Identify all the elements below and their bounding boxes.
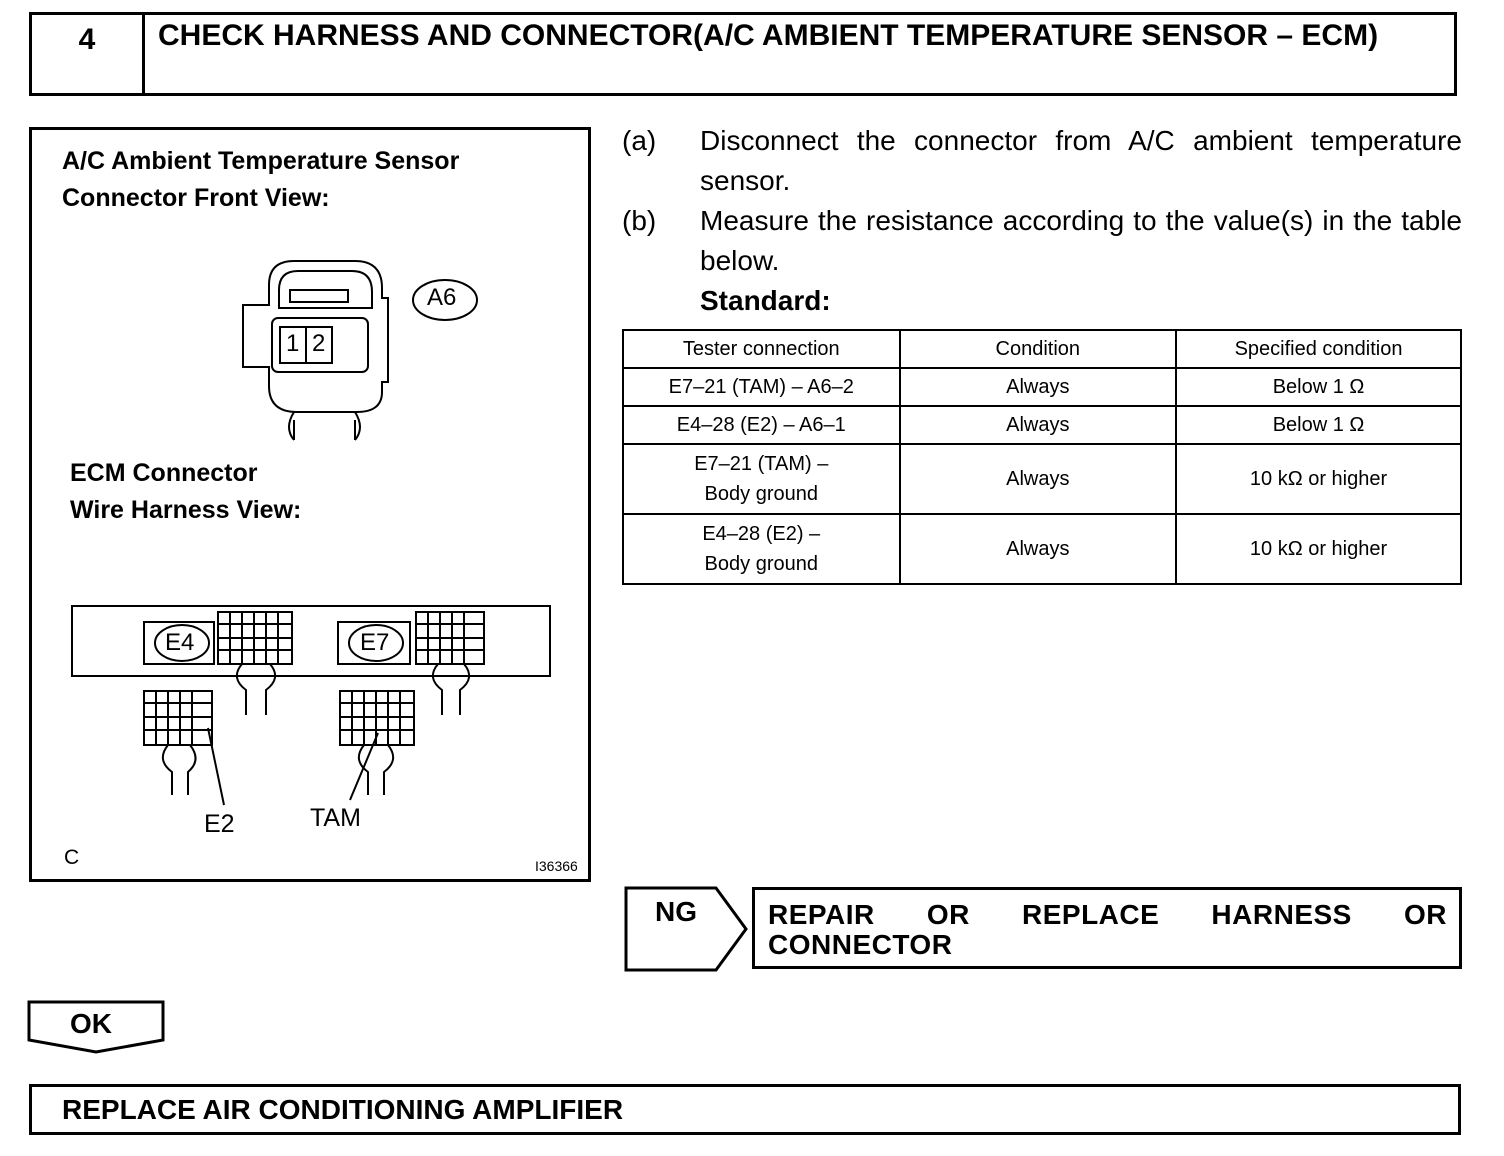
- cell-line: Body ground: [704, 483, 818, 505]
- pin-2-label: 2: [312, 330, 326, 357]
- ecm-e4-drawing: [71, 605, 551, 806]
- sensor-connector-drawing: [242, 260, 389, 441]
- table-row: E7–21 (TAM) – A6–2 Always Below 1 Ω: [622, 367, 1462, 407]
- cell-tester-connection: E4–28 (E2) – A6–1: [622, 405, 901, 445]
- e4-connector-label: E4: [165, 629, 195, 656]
- header-specified-condition: Specified condition: [1175, 329, 1462, 369]
- final-action-box: REPLACE AIR CONDITIONING AMPLIFIER: [29, 1084, 1461, 1135]
- step-b-letter: (b): [622, 205, 657, 236]
- step-a-letter: (a): [622, 125, 657, 156]
- e7-connector-label: E7: [360, 629, 390, 656]
- cell-specified-condition: 10 kΩ or higher: [1175, 443, 1462, 515]
- header-condition: Condition: [898, 329, 1178, 369]
- table-row: E7–21 (TAM) – Body ground Always 10 kΩ o…: [622, 443, 1462, 515]
- cell-condition: Always: [898, 367, 1178, 407]
- cell-specified-condition: Below 1 Ω: [1175, 405, 1462, 445]
- ng-arrow-shape: [624, 886, 748, 972]
- cell-line: E4–28 (E2) –: [702, 523, 821, 545]
- step-b-text: Measure the resistance according to the …: [700, 205, 1462, 276]
- table-row: E4–28 (E2) – A6–1 Always Below 1 Ω: [622, 405, 1462, 445]
- ok-label: OK: [70, 1008, 112, 1039]
- corner-code: C: [64, 846, 80, 869]
- cell-line: Body ground: [704, 553, 818, 575]
- ecm-heading-line2: Wire Harness View:: [70, 496, 302, 524]
- ok-arrow-shape: [27, 1000, 165, 1054]
- e2-terminal-label: E2: [204, 810, 235, 838]
- cell-condition: Always: [898, 513, 1178, 585]
- figure-id: I36366: [535, 858, 578, 874]
- cell-specified-condition: 10 kΩ or higher: [1175, 513, 1462, 585]
- ng-repair-action: REPAIR OR REPLACE HARNESS OR CONNECTOR: [752, 887, 1462, 969]
- header-tester-connection: Tester connection: [622, 329, 901, 369]
- table-header-row: Tester connection Condition Specified co…: [622, 329, 1462, 369]
- connector-figure: A/C Ambient Temperature Sensor Connector…: [29, 127, 591, 882]
- ecm-heading-line1: ECM Connector: [70, 459, 258, 487]
- step-title: CHECK HARNESS AND CONNECTOR(A/C AMBIENT …: [158, 19, 1379, 52]
- ecm-e7-drawing: [337, 611, 485, 801]
- pin-1-label: 1: [286, 330, 300, 357]
- a6-label-oval: [412, 279, 478, 321]
- standard-label: Standard:: [700, 285, 831, 316]
- ng-label: NG: [655, 896, 697, 927]
- cell-tester-connection: E7–21 (TAM) – Body ground: [622, 443, 901, 515]
- cell-specified-condition: Below 1 Ω: [1175, 367, 1462, 407]
- step-number: 4: [32, 15, 145, 93]
- tam-terminal-label: TAM: [310, 804, 361, 832]
- sensor-connector-id: A6: [427, 284, 457, 311]
- step-a-text: Disconnect the connector from A/C ambien…: [700, 125, 1462, 196]
- table-row: E4–28 (E2) – Body ground Always 10 kΩ or…: [622, 513, 1462, 585]
- cell-condition: Always: [898, 443, 1178, 515]
- sensor-heading-line2: Connector Front View:: [62, 184, 330, 212]
- sensor-heading-line1: A/C Ambient Temperature Sensor: [62, 147, 460, 175]
- cell-tester-connection: E4–28 (E2) – Body ground: [622, 513, 901, 585]
- resistance-spec-table: Tester connection Condition Specified co…: [622, 329, 1462, 585]
- cell-line: E7–21 (TAM) –: [694, 453, 829, 475]
- cell-tester-connection: E7–21 (TAM) – A6–2: [622, 367, 901, 407]
- cell-condition: Always: [898, 405, 1178, 445]
- connector-diagram: [71, 260, 551, 806]
- step-header: 4 CHECK HARNESS AND CONNECTOR(A/C AMBIEN…: [29, 12, 1457, 96]
